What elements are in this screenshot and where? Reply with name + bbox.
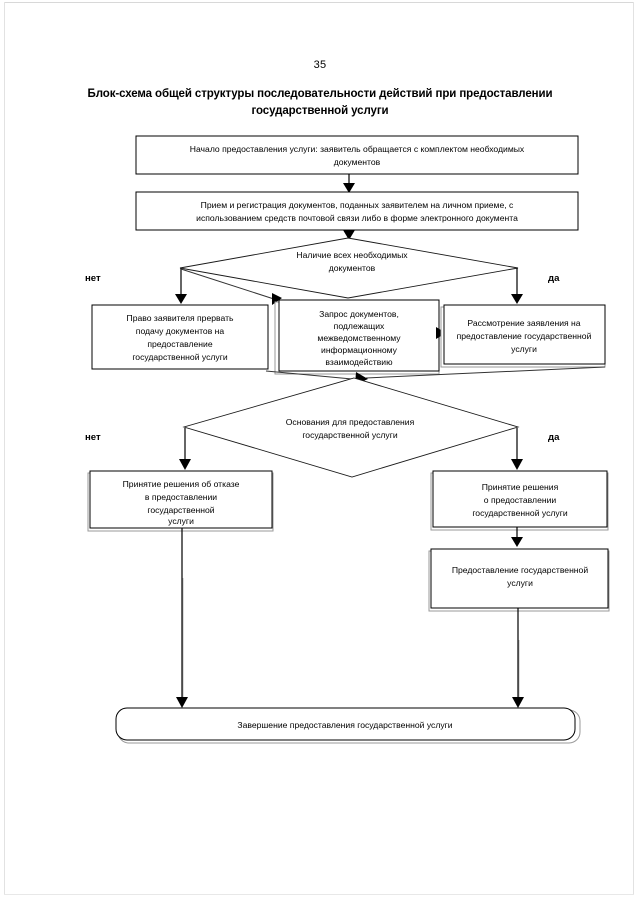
page-border-right (633, 2, 634, 895)
node-review: Рассмотрение заявления на предоставление… (440, 304, 606, 368)
node-start: Начало предоставления услуги: заявитель … (135, 135, 579, 175)
decision-docs-yes-label: да (548, 273, 560, 284)
node-decision-grant-line-2: о предоставлении (484, 495, 557, 505)
node-provide-line-2: услуги (507, 578, 533, 588)
node-finish: Завершение предоставления государственно… (115, 707, 581, 744)
node-provide-line-1: Предоставление государственной (452, 565, 588, 575)
node-request-docs-line-2: подлежащих (334, 321, 385, 331)
edge-start-to-register (343, 174, 355, 193)
node-refusal-line-3: государственной (147, 505, 214, 515)
decision-docs-no-label: нет (85, 273, 101, 284)
page-border-top (4, 2, 634, 3)
node-decision-grant-line-3: государственной услуги (472, 508, 567, 518)
node-finish-label: Завершение предоставления государственно… (237, 720, 452, 730)
node-request-docs: Запрос документов, подлежащих межведомст… (274, 299, 440, 375)
node-interrupt-line-2: подачу документов на (136, 326, 225, 336)
decision-grounds-yes-label: да (548, 432, 560, 443)
node-interrupt-line-3: предоставление (147, 339, 212, 349)
node-request-docs-line-3: межведомственному (317, 333, 401, 343)
node-refusal-line-4: услуги (168, 516, 194, 526)
node-request-docs-line-4: информационному (321, 345, 398, 355)
node-provide: Предоставление государственной услуги (428, 548, 610, 612)
node-refusal-line-2: в предоставлении (145, 492, 217, 502)
node-request-docs-line-1: Запрос документов, (319, 309, 399, 319)
node-interrupt-line-1: Право заявителя прервать (127, 313, 234, 323)
node-interrupt-line-4: государственной услуги (132, 352, 227, 362)
node-start-line-1: Начало предоставления услуги: заявитель … (190, 144, 525, 154)
edge-decision-grounds-no (179, 428, 191, 470)
node-review-line-2: предоставление государственной (457, 331, 592, 341)
node-register-line-2: использованием средств почтовой связи ли… (196, 213, 518, 223)
page-border-bottom (4, 894, 634, 895)
node-decision-docs: Наличие всех необходимых документов (179, 237, 519, 299)
edge-grant-to-provide (511, 527, 523, 547)
edge-refusal-to-finish (176, 528, 188, 708)
node-start-line-2: документов (334, 157, 381, 167)
edge-decision-docs-no (175, 268, 187, 304)
node-decision-grant-line-1: Принятие решения (482, 482, 559, 492)
node-interrupt: Право заявителя прервать подачу документ… (91, 304, 269, 370)
node-refusal-line-1: Принятие решения об отказе (123, 479, 240, 489)
edge-provide-to-finish (512, 608, 524, 708)
edge-register-to-decision-docs (343, 230, 355, 240)
node-decision-grant: Принятие решения о предоставлении госуда… (430, 470, 609, 531)
node-decision-grounds-line-2: государственной услуги (302, 430, 397, 440)
page-number: 35 (313, 59, 327, 71)
page-border-left (4, 2, 5, 895)
edge-decision-grounds-yes (511, 428, 523, 470)
edge-decision-docs-yes (511, 268, 523, 304)
node-review-line-1: Рассмотрение заявления на (467, 318, 580, 328)
node-register: Прием и регистрация документов, поданных… (135, 191, 579, 231)
node-decision-grounds-line-1: Основания для предоставления (286, 417, 415, 427)
node-decision-docs-line-2: документов (329, 263, 376, 273)
node-request-docs-line-5: взаимодействию (325, 357, 393, 367)
node-register-line-1: Прием и регистрация документов, поданных… (201, 200, 514, 210)
node-decision-docs-line-1: Наличие всех необходимых (296, 250, 408, 260)
page-title: Блок-схема общей структуры последователь… (87, 88, 553, 117)
decision-grounds-no-label: нет (85, 432, 101, 443)
node-decision-grounds: Основания для предоставления государстве… (182, 377, 520, 478)
node-refusal: Принятие решения об отказе в предоставле… (87, 470, 274, 532)
node-review-line-3: услуги (511, 344, 537, 354)
